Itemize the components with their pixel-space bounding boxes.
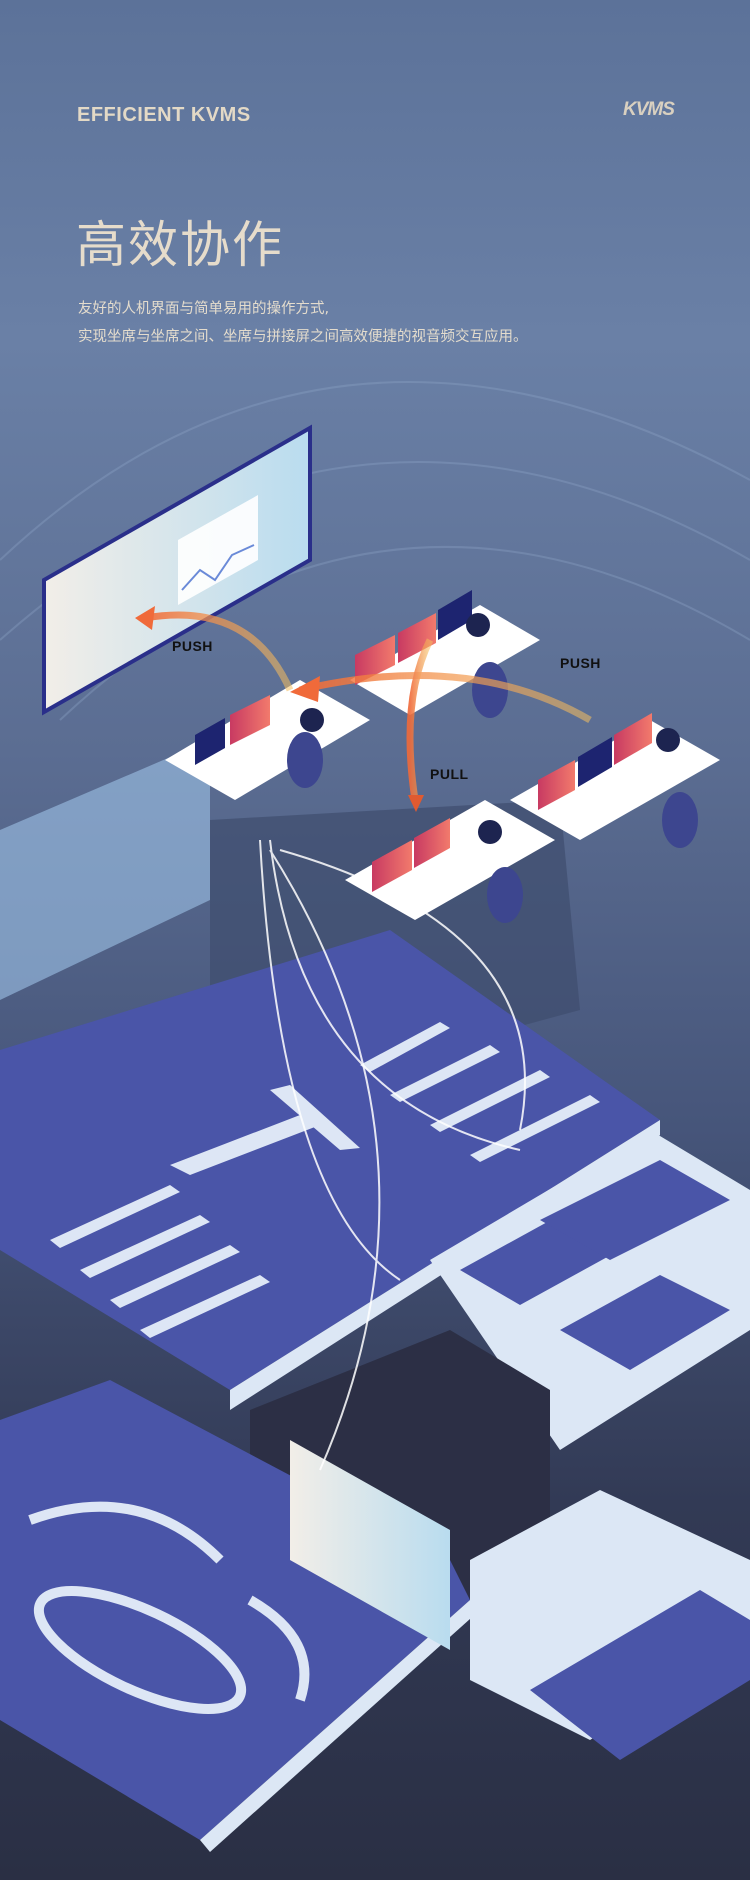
wall-chart [178, 495, 258, 605]
subtitle-line-2: 实现坐席与坐席之间、坐席与拼接屏之间高效便捷的视音频交互应用。 [78, 329, 528, 345]
push-pull-arrows [144, 611, 592, 801]
video-wall [42, 424, 312, 716]
subtitle-line-1: 友好的人机界面与简单易用的操作方式, [78, 301, 330, 317]
workstation [510, 713, 720, 848]
lower-wall [290, 1440, 450, 1650]
page-title: 高效协作 [76, 216, 284, 274]
kvms-logo: KVMS [623, 99, 675, 120]
workstation [345, 800, 555, 923]
push-label-right: PUSH [560, 655, 601, 671]
connection-lines [259, 839, 526, 1471]
pull-label: PULL [430, 766, 469, 782]
floor-lower [0, 1380, 470, 1840]
oval-consoles [28, 1501, 310, 1714]
header-tag: EFFICIENT KVMS [77, 104, 251, 126]
glass-building [0, 740, 210, 1000]
push-label-left: PUSH [172, 638, 213, 654]
workstation [165, 680, 370, 800]
workstation [350, 590, 540, 718]
